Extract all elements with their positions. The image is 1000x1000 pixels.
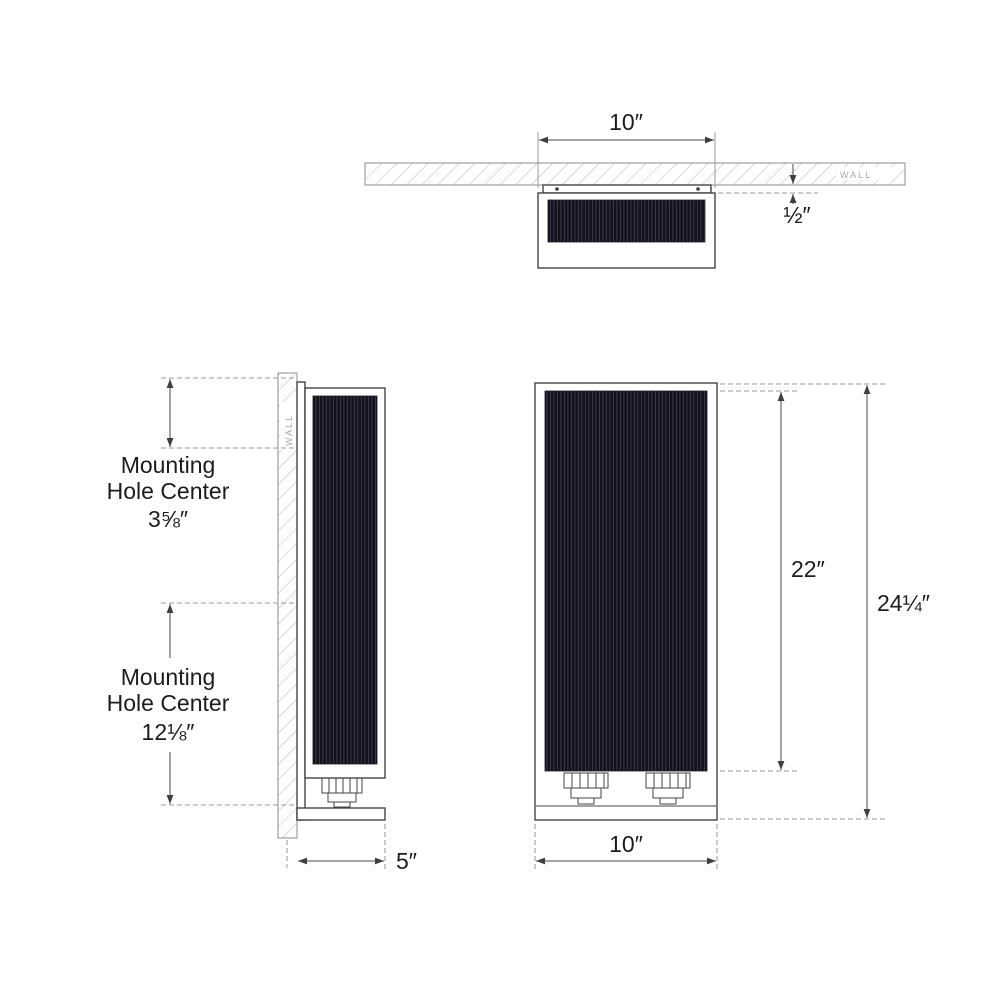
wall-label-backing-side (280, 402, 296, 450)
lamp-socket-right-front-view (645, 772, 691, 805)
lower-mount-label-line2: Hole Center (107, 690, 230, 716)
dimension-wall-offset: ½″ (718, 164, 818, 228)
dimension-panel-height: 22″ (720, 390, 825, 772)
lamp-socket-side-view (321, 777, 363, 808)
backplate-top-view (542, 184, 712, 194)
dimension-depth: 5″ (298, 824, 417, 874)
overall-height-label: 24¼″ (877, 590, 930, 616)
wall-offset-label: ½″ (783, 202, 810, 228)
backplate-side-view (296, 381, 306, 821)
ribbed-glass-panel-top-view (547, 199, 706, 243)
lower-mount-label-line3: 12⅛″ (142, 719, 195, 745)
mounting-screw-left (555, 187, 559, 191)
ribbed-glass-panel-side-view (312, 395, 378, 765)
dimension-upper-mount: Mounting Hole Center 3⅝″ (107, 377, 294, 532)
top-width-label: 10″ (609, 109, 643, 135)
lamp-socket-left-front-view (563, 772, 609, 805)
top-view: WALL 10″ ½″ (364, 109, 906, 269)
bottom-plate-side-view (296, 807, 386, 821)
dimension-overall-height: 24¼″ (720, 383, 930, 820)
dimension-top-width: 10″ (537, 109, 716, 188)
mounting-screw-right (696, 187, 700, 191)
panel-height-label: 22″ (791, 556, 825, 582)
wall-section-top-view (364, 162, 906, 186)
depth-label: 5″ (396, 848, 417, 874)
dimension-lower-mount: Mounting Hole Center 12⅛″ (107, 602, 294, 806)
upper-mount-label-line2: Hole Center (107, 478, 230, 504)
front-view: 22″ 24¼″ 10″ (534, 382, 930, 872)
ribbed-glass-panel-front-view (544, 390, 708, 772)
side-view: WALL (107, 372, 417, 874)
wall-label-top-view: WALL (840, 170, 872, 180)
lower-mount-label-line1: Mounting (121, 664, 216, 690)
wall-label-side-view: WALL (284, 414, 294, 446)
upper-mount-label-line3: 3⅝″ (148, 506, 188, 532)
upper-mount-label-line1: Mounting (121, 452, 216, 478)
dimension-front-width: 10″ (534, 824, 718, 872)
front-width-label: 10″ (609, 831, 643, 857)
wall-label-backing (836, 167, 892, 180)
